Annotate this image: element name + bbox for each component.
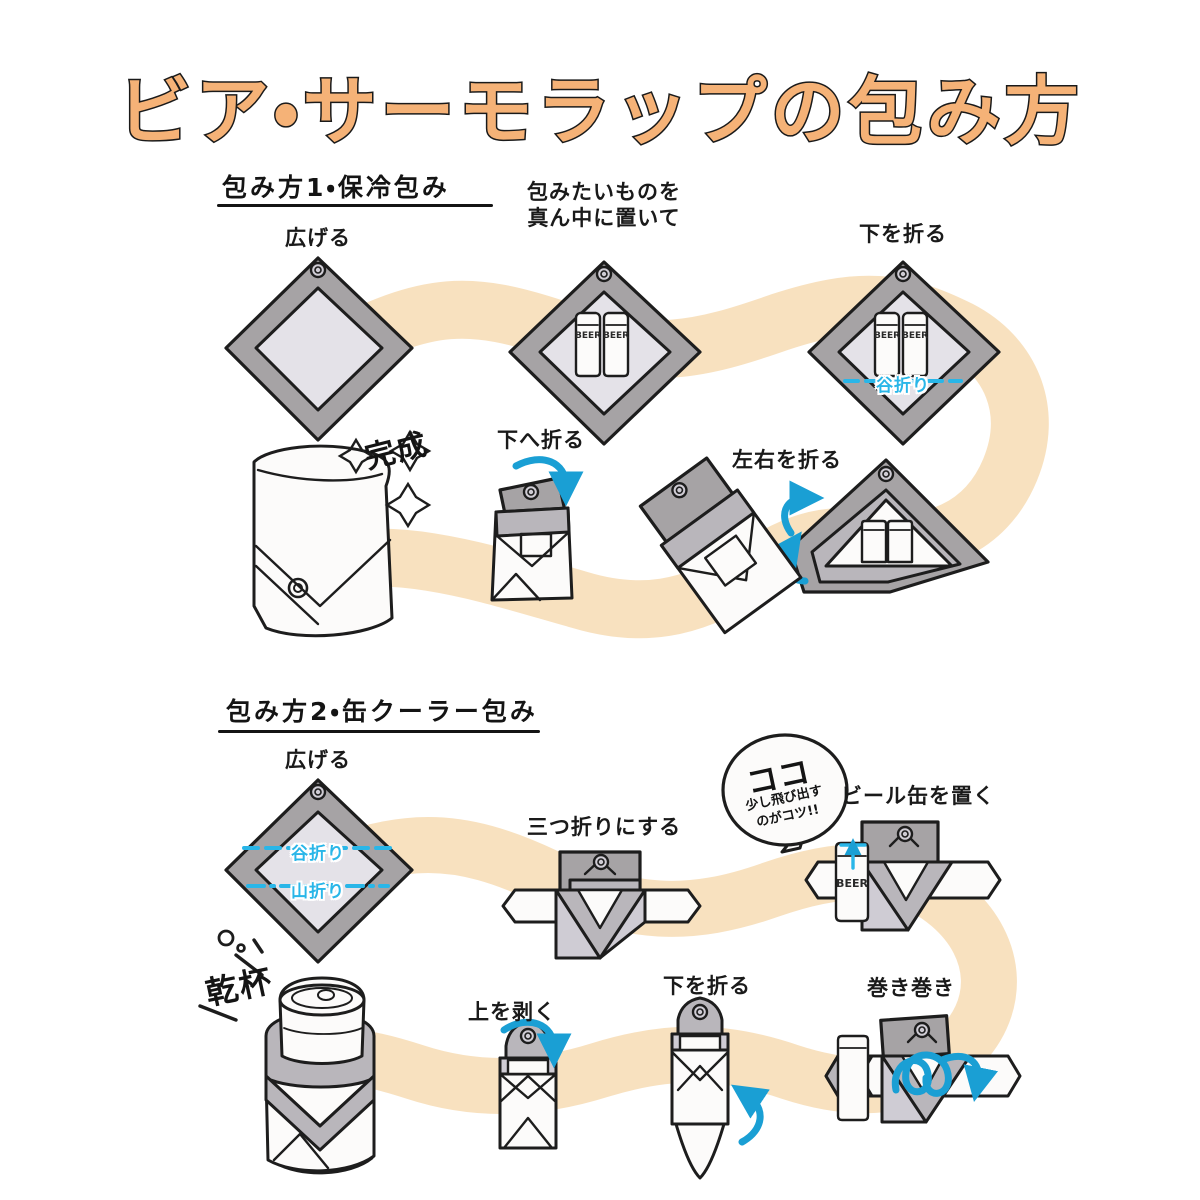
illus-s1-place <box>508 260 702 446</box>
step-label-s1-fold-down: 下へ折る <box>497 428 585 452</box>
step-label-s2-spread: 広げる <box>285 748 351 772</box>
illus-s2-peel-top <box>498 1018 572 1150</box>
illus-s1-done <box>252 429 432 638</box>
can-label-beer: BEER <box>574 331 602 341</box>
tip-speech-bubble <box>721 733 849 854</box>
beer-cans-pair <box>873 311 929 378</box>
can-label-beer: BEER <box>602 331 630 341</box>
sparkle-icon <box>337 429 432 529</box>
step-label-s1-spread: 広げる <box>285 226 351 250</box>
fold-label-s2-valley: 谷折り <box>291 844 345 864</box>
step-label-s2-peel-top: 上を剥く <box>468 1000 556 1024</box>
can-label-beer: BEER <box>901 331 929 341</box>
step-label-s1-place: 包みたいものを 真ん中に置いて <box>527 180 681 230</box>
section-1-rule <box>217 204 493 207</box>
section-2-rule <box>218 730 540 733</box>
illus-s2-fold-bottom <box>670 996 770 1180</box>
illus-s2-roll <box>824 1014 1022 1124</box>
illus-s1-fold-down <box>490 456 584 602</box>
illus-s2-cheers <box>198 929 376 1175</box>
section-2-heading: 包み方2・缶クーラー包み <box>226 697 538 726</box>
step-label-s2-roll: 巻き巻き <box>867 976 955 1000</box>
can-label-beer: BEER <box>873 331 901 341</box>
step-label-s1-fold-sides: 左右を折る <box>732 448 842 472</box>
step-label-s1-fold-bottom: 下を折る <box>859 222 947 246</box>
page-title: ビア・サーモラップの包み方 <box>116 68 1083 157</box>
cheers-bubbles <box>217 929 246 953</box>
illus-s1-fold-bottom <box>807 260 1001 446</box>
can-label-beer: BEER <box>836 877 868 890</box>
beer-cans-pair <box>574 311 630 378</box>
beer-can-open <box>278 976 366 1065</box>
section-1-heading: 包み方1・保冷包み <box>222 173 450 202</box>
roll-spiral-arrow <box>891 1051 999 1103</box>
illus-s1-fold-sides <box>788 458 990 594</box>
illus-s1-tilted-packet <box>638 456 803 635</box>
illus-s2-place-can <box>804 820 1002 932</box>
beer-can-single <box>834 841 870 923</box>
fold-label-s2-mountain: 山折り <box>291 882 345 902</box>
cheers-motion-lines <box>198 938 264 1022</box>
illus-s2-spread <box>224 778 414 964</box>
illus-s1-spread <box>224 256 414 442</box>
step-label-s2-place-can: ビール缶を置く <box>841 784 995 808</box>
step-label-s2-fold-bottom: 下を折る <box>663 974 751 998</box>
fold-label-s1-valley: 谷折り <box>876 376 930 396</box>
beer-can-single <box>836 1034 870 1122</box>
step-label-s2-trifold: 三つ折りにする <box>526 815 682 839</box>
protrude-indicator <box>839 838 867 870</box>
illus-s2-trifold <box>501 850 702 960</box>
